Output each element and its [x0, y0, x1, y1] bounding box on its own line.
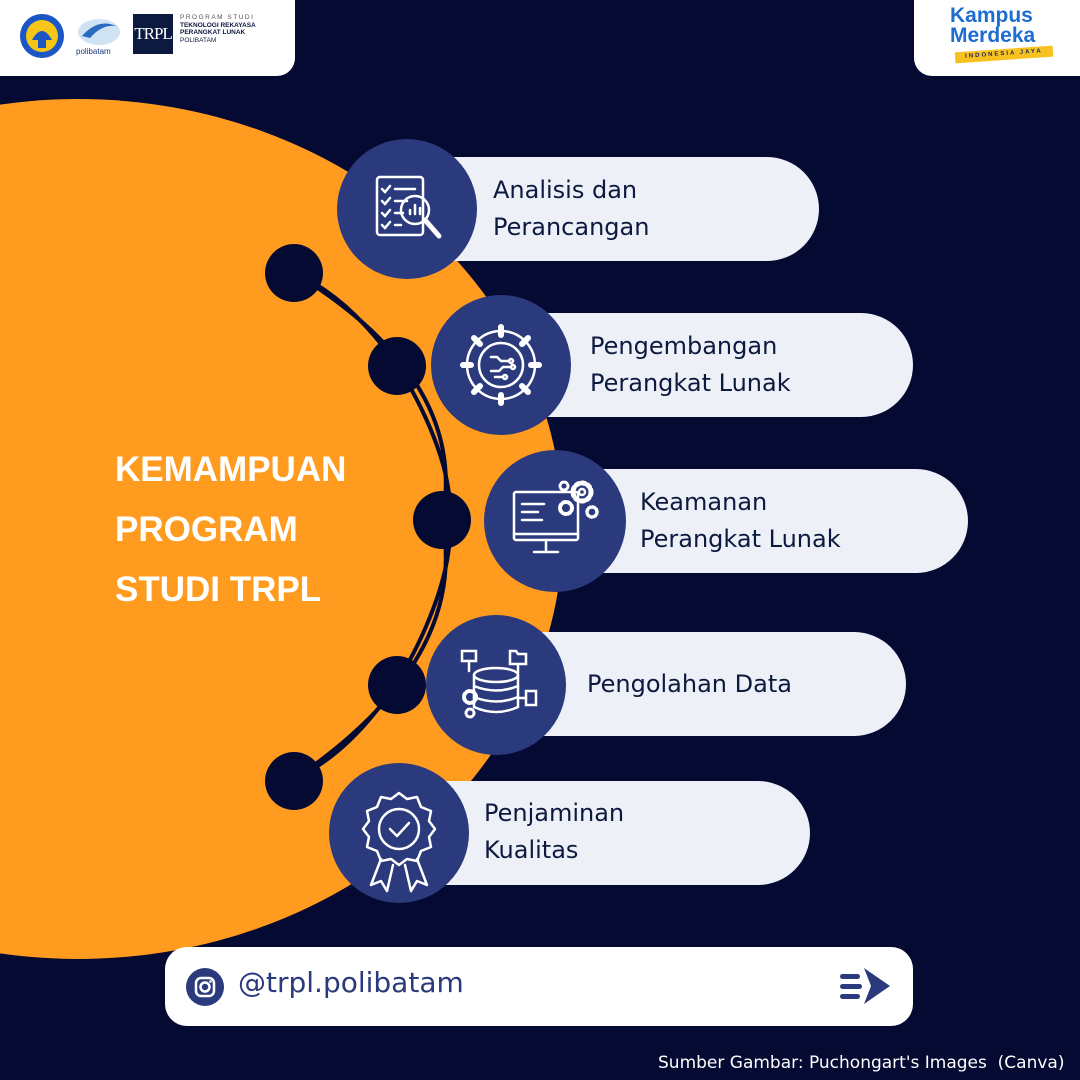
timeline-dot — [368, 337, 426, 395]
arrow-right-icon[interactable] — [838, 962, 894, 1010]
monitor-gears-icon — [512, 480, 599, 554]
item-label: Pengolahan Data — [587, 670, 792, 698]
trpl-logo-icon: TRPL — [133, 14, 173, 54]
item-icon-circle — [329, 763, 469, 903]
prodi-line-1: PROGRAM STUDI — [180, 14, 255, 21]
kampus-merdeka-logo-line-1: Kampus — [950, 4, 1033, 27]
quality-badge-icon — [361, 791, 437, 893]
page-title: KEMAMPUAN PROGRAM STUDI TRPL — [115, 440, 346, 620]
instagram-icon[interactable] — [186, 968, 224, 1006]
kampus-merdeka-logo-line-2: Merdeka — [950, 24, 1036, 47]
instagram-bar[interactable] — [165, 947, 913, 1026]
item-label: Keamanan Perangkat Lunak — [640, 488, 841, 553]
item-icon-circle — [431, 295, 571, 435]
prodi-name: PROGRAM STUDI TEKNOLOGI REKAYASA PERANGK… — [180, 14, 256, 44]
gear-circuit-icon — [460, 324, 542, 406]
title-line-3: STUDI TRPL — [115, 570, 322, 609]
prodi-line-4: POLIBATAM — [180, 36, 217, 44]
kemendikbud-logo-icon — [20, 14, 64, 58]
prodi-line-3: PERANGKAT LUNAK — [180, 29, 246, 36]
database-network-icon — [460, 649, 538, 719]
prodi-line-2: TEKNOLOGI REKAYASA — [180, 21, 256, 29]
item-label: Penjaminan Kualitas — [484, 799, 625, 864]
item-icon-circle — [484, 450, 626, 592]
timeline-dot — [413, 491, 471, 549]
instagram-handle[interactable]: @trpl.polibatam — [238, 966, 464, 999]
item-label: Analisis dan Perancangan — [493, 176, 650, 241]
timeline-dot — [368, 656, 426, 714]
title-line-2: PROGRAM — [115, 510, 298, 549]
item-label: Pengembangan Perangkat Lunak — [590, 332, 791, 397]
title-line-1: KEMAMPUAN — [115, 450, 347, 489]
timeline-dot — [265, 244, 323, 302]
item-icon-circle — [337, 139, 477, 279]
polibatam-wordmark: polibatam — [76, 47, 111, 56]
timeline-dot — [265, 752, 323, 810]
logo-tab-right — [914, 0, 1080, 76]
polibatam-logo-icon — [78, 19, 120, 45]
item-icon-circle — [426, 615, 566, 755]
image-source-credit: Sumber Gambar: Puchongart's Images (Canv… — [658, 1053, 1065, 1073]
checklist-magnifier-icon — [375, 175, 442, 239]
